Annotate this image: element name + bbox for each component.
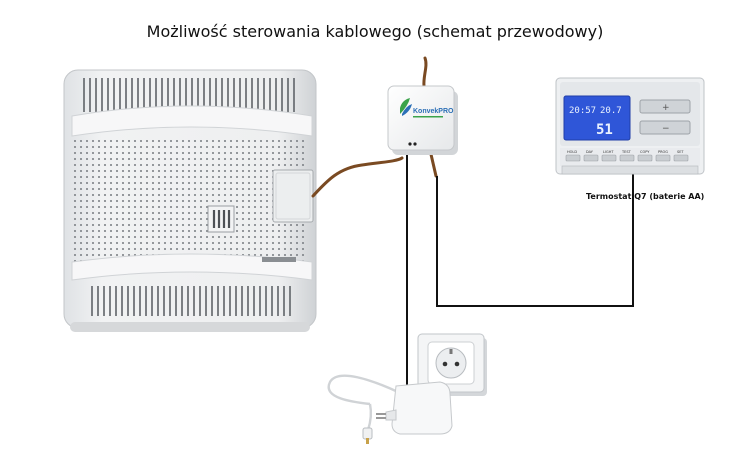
lcd-time: 20:57 (569, 106, 596, 116)
socket-face (435, 347, 467, 379)
diagram-title: Możliwość sterowania kablowego (schemat … (146, 22, 604, 41)
thermostat-terminal-strip (561, 165, 699, 175)
btn-label-copy: COPY (640, 150, 650, 154)
dc-plug-tip (366, 438, 369, 444)
thermostat-lcd (563, 95, 631, 141)
up-symbol: + (662, 103, 670, 113)
btn-label-test: TEST (621, 150, 632, 154)
adapter-body (391, 381, 453, 435)
btn-label-prog: PROG (658, 150, 668, 154)
btn-prog[interactable] (655, 154, 671, 162)
heater-center-vent (207, 205, 235, 233)
brown-wire-top (422, 56, 428, 88)
heater-perforated-panel (72, 140, 308, 264)
konvekpro-logo-icon (400, 98, 410, 114)
btn-label-light: LIGHT (603, 150, 614, 154)
convector-heater (63, 69, 317, 332)
btn-label-hold: HOLD (567, 150, 577, 154)
controller-brand: KonvekPRO (413, 108, 454, 115)
power-adapter (327, 374, 453, 444)
heater-bottom-band (71, 253, 313, 281)
thermostat-function-buttons: HOLD DAY LIGHT TEST COPY PROG SET (565, 150, 689, 162)
btn-day[interactable] (583, 154, 599, 162)
heater-top-band (71, 105, 313, 137)
dc-plug (362, 427, 373, 440)
heater-shadow (70, 322, 310, 332)
btn-hold[interactable] (565, 154, 581, 162)
black-wire-controller-to-thermostat (436, 174, 634, 307)
btn-copy[interactable] (637, 154, 653, 162)
btn-label-day: DAY (586, 150, 594, 154)
lcd-set: 20.7 (600, 106, 622, 116)
thermostat-label: Termostat Q7 (baterie AA) (586, 192, 705, 201)
thermostat-down-button[interactable] (639, 120, 691, 135)
konvekpro-controller: KonvekPRO (387, 85, 458, 155)
thermostat-up-button[interactable] (639, 99, 691, 114)
thermostat-q7: 20:57 20.7 51 + − HOLD DAY LIGHT TEST CO… (555, 77, 705, 175)
heater-control-door (272, 169, 314, 223)
controller-led (408, 142, 412, 146)
adapter-cable-end (366, 403, 373, 431)
controller-led (413, 142, 417, 146)
down-symbol: − (662, 124, 670, 134)
heater-model-badge (262, 257, 296, 262)
btn-light[interactable] (601, 154, 617, 162)
lcd-temp: 51 (596, 122, 613, 138)
heater-bottom-grille (91, 286, 291, 316)
btn-label-set: SET (677, 150, 684, 154)
adapter-cable (327, 374, 399, 406)
btn-test[interactable] (619, 154, 635, 162)
wall-socket (417, 333, 487, 396)
brown-wire-heater-to-controller (311, 156, 404, 198)
btn-set[interactable] (673, 154, 689, 162)
controller-box (387, 85, 455, 151)
